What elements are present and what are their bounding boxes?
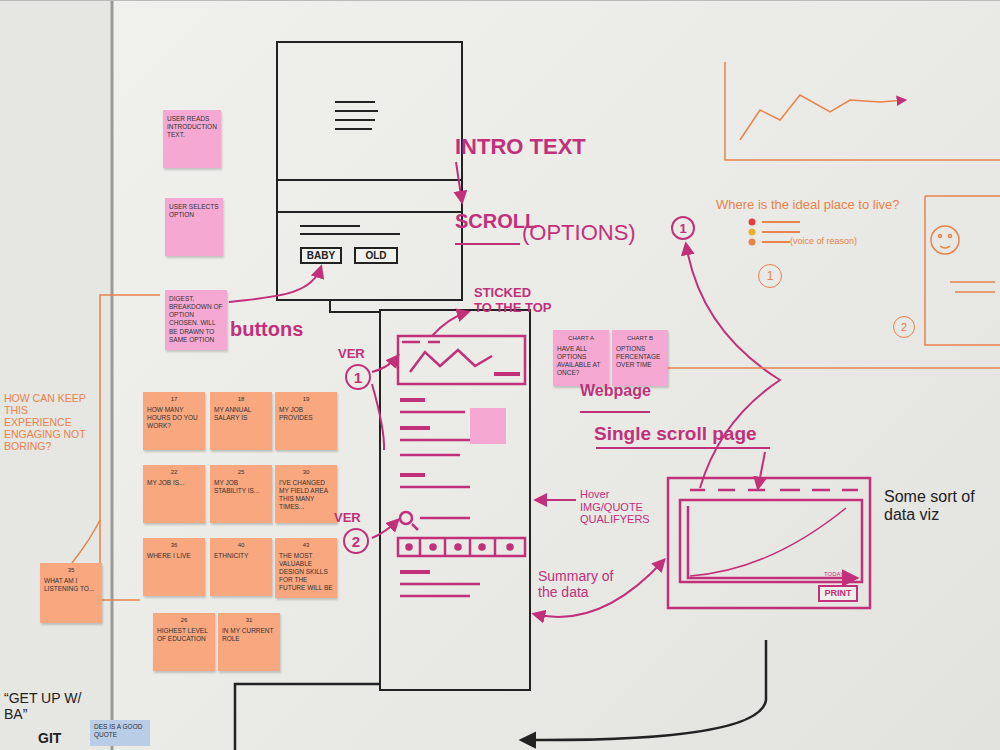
node-text: 25	[214, 469, 268, 477]
note: Some sort of data viz	[884, 488, 992, 525]
sticky-note: 22 MY JOB IS...	[143, 465, 205, 523]
node-text: 26	[157, 617, 211, 625]
node-text: 2	[901, 321, 907, 333]
handwritten-label: INTRO TEXT	[455, 134, 586, 159]
node-text: MY JOB STABILITY IS...	[214, 479, 268, 495]
node-text: CHART B	[616, 335, 664, 343]
node-text: CHART A	[557, 335, 605, 343]
node-text: 19	[279, 396, 333, 404]
node-text: DIGEST, BREAKDOWN OF OPTION CHOSEN. WILL…	[169, 295, 223, 344]
sticky-note: CHART B OPTIONS PERCENTAGE OVER TIME	[612, 330, 668, 386]
sticky-note: DES IS A GOOD QUOTE	[90, 720, 150, 746]
handwritten-label: Single scroll page	[594, 423, 757, 445]
button-box: PRINT	[818, 585, 858, 602]
version-label: VER	[338, 347, 365, 362]
version-label: VER	[334, 511, 361, 526]
sticky-note: 26HIGHEST LEVEL OF EDUCATION	[153, 613, 215, 671]
connector-arrow	[229, 267, 321, 302]
callout-circle: 1	[758, 264, 782, 288]
handwritten-label: Webpage	[580, 382, 651, 400]
axis-label: TODAY	[824, 571, 844, 578]
node-text: MY JOB PROVIDES	[279, 406, 333, 422]
node-text: USER READS INTRODUCTION TEXT.	[167, 115, 217, 139]
dataviz-sketch	[668, 478, 870, 608]
sticky-note: 31 IN MY CURRENT ROLE	[218, 613, 280, 671]
note: Summary of the data	[538, 568, 633, 600]
sticky-note: 18 MY ANNUAL SALARY IS	[210, 392, 272, 450]
note: GIT	[38, 730, 61, 746]
node-text: OLD	[359, 250, 393, 261]
node-text: IN MY CURRENT ROLE	[222, 627, 276, 643]
node-text: ETHNICITY	[214, 552, 268, 560]
node-text: USER SELECTS OPTION	[169, 203, 219, 219]
node-text: OPTIONS PERCENTAGE OVER TIME	[616, 345, 664, 369]
node-text: 2	[352, 533, 360, 550]
sticky-note: DIGEST, BREAKDOWN OF OPTION CHOSEN. WILL…	[165, 290, 227, 350]
node-text: 17	[147, 396, 201, 404]
button-box: OLD	[354, 247, 398, 264]
sticky-note: 19 MY JOB PROVIDES	[275, 392, 337, 450]
sticky-note: CHART A HAVE ALL OPTIONS AVAILABLE AT ONC…	[553, 330, 609, 386]
question: Where is the ideal place to live?	[716, 198, 900, 213]
sticky-note: USER SELECTS OPTION	[165, 198, 223, 256]
sticky-note: USER READS INTRODUCTION TEXT.	[163, 110, 221, 168]
sticky-note: 43THE MOST VALUABLE DESIGN SKILLS FOR TH…	[275, 538, 337, 598]
note: “GET UP W/ BA”	[4, 690, 96, 722]
node-text: 22	[147, 469, 201, 477]
node-text: 43	[279, 542, 333, 550]
node-text: WHAT AM I LISTENING TO...	[44, 577, 98, 593]
node-text: DES IS A GOOD QUOTE	[94, 723, 146, 739]
handwritten-label: (OPTIONS)	[522, 220, 636, 245]
sticky-note: 30I'VE CHANGED MY FIELD AREA THIS MANY T…	[275, 465, 337, 523]
annotation-arrows	[372, 162, 780, 617]
node-text: 35	[44, 567, 98, 575]
webpage-wireframe	[380, 310, 530, 690]
node-text: 40	[214, 542, 268, 550]
sticky-note: 17HOW MANY HOURS DO YOU WORK?	[143, 392, 205, 450]
note: Hover IMG/QUOTE QUALIFYERS	[580, 488, 670, 526]
node-text: THE MOST VALUABLE DESIGN SKILLS FOR THE …	[279, 552, 333, 593]
node-text: MY JOB IS...	[147, 479, 201, 487]
callout-circle: 2	[893, 316, 915, 338]
black-lines	[235, 640, 766, 750]
node-text: 1	[767, 269, 774, 283]
node-text: MY ANNUAL SALARY IS	[214, 406, 268, 422]
button-box: BABY	[300, 247, 342, 264]
node-text: BABY	[305, 250, 337, 261]
callout-circle: 2	[343, 528, 369, 554]
node-text: 30	[279, 469, 333, 477]
node-text: 36	[147, 542, 201, 550]
node-text: HOW MANY HOURS DO YOU WORK?	[147, 406, 201, 430]
node-text: PRINT	[823, 588, 853, 598]
phone-wireframe	[277, 42, 462, 312]
note: (voice of reason)	[790, 236, 857, 246]
sticky-note: 40ETHNICITY	[210, 538, 272, 596]
node-text: I'VE CHANGED MY FIELD AREA THIS MANY TIM…	[279, 479, 333, 512]
question: HOW CAN KEEP THIS EXPERIENCE ENGAGING NO…	[4, 392, 96, 452]
blank-sticky	[470, 408, 506, 444]
callout-circle: 1	[671, 216, 695, 240]
node-text: 31	[222, 617, 276, 625]
node-text: 1	[354, 369, 362, 386]
node-text: 18	[214, 396, 268, 404]
orange-sketches	[72, 62, 1000, 600]
sticky-note: 35WHAT AM I LISTENING TO...	[40, 563, 102, 623]
sticky-note: 25 MY JOB STABILITY IS...	[210, 465, 272, 523]
node-text: WHERE I LIVE	[147, 552, 201, 560]
node-text: HIGHEST LEVEL OF EDUCATION	[157, 627, 211, 643]
node-text: HAVE ALL OPTIONS AVAILABLE AT ONCE?	[557, 345, 605, 378]
board-panel	[0, 0, 112, 750]
handwritten-label: buttons	[230, 318, 303, 341]
sticky-note: 36WHERE I LIVE	[143, 538, 205, 596]
board-seam	[111, 0, 114, 750]
callout-circle: 1	[345, 364, 371, 390]
node-text: 1	[679, 221, 686, 236]
note: STICKED TO THE TOP	[474, 286, 552, 316]
